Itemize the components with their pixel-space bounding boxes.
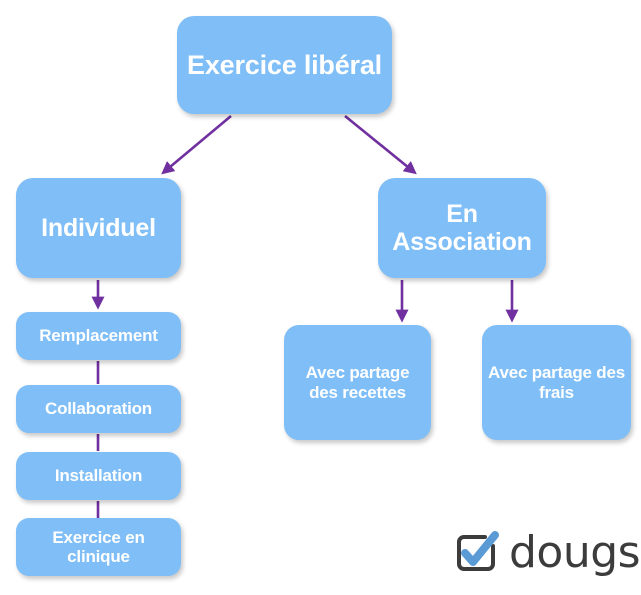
node-avec-partage-des-frais[interactable]: Avec partage des frais <box>482 325 631 440</box>
node-en-association[interactable]: En Association <box>378 178 546 278</box>
node-installation[interactable]: Installation <box>16 452 181 500</box>
node-exercice-liberal[interactable]: Exercice libéral <box>177 16 392 114</box>
edge-root-to-individuel <box>161 115 232 175</box>
node-avec-partage-des-recettes[interactable]: Avec partage des recettes <box>284 325 431 440</box>
brand-name: dougs <box>509 527 641 578</box>
node-exercice-en-clinique[interactable]: Exercice en clinique <box>16 518 181 576</box>
node-remplacement[interactable]: Remplacement <box>16 312 181 360</box>
node-individuel[interactable]: Individuel <box>16 178 181 278</box>
node-collaboration[interactable]: Collaboration <box>16 385 181 433</box>
edge-root-to-association <box>344 114 417 175</box>
checkbox-check-icon <box>452 528 500 576</box>
brand-logo: dougs <box>452 521 641 583</box>
